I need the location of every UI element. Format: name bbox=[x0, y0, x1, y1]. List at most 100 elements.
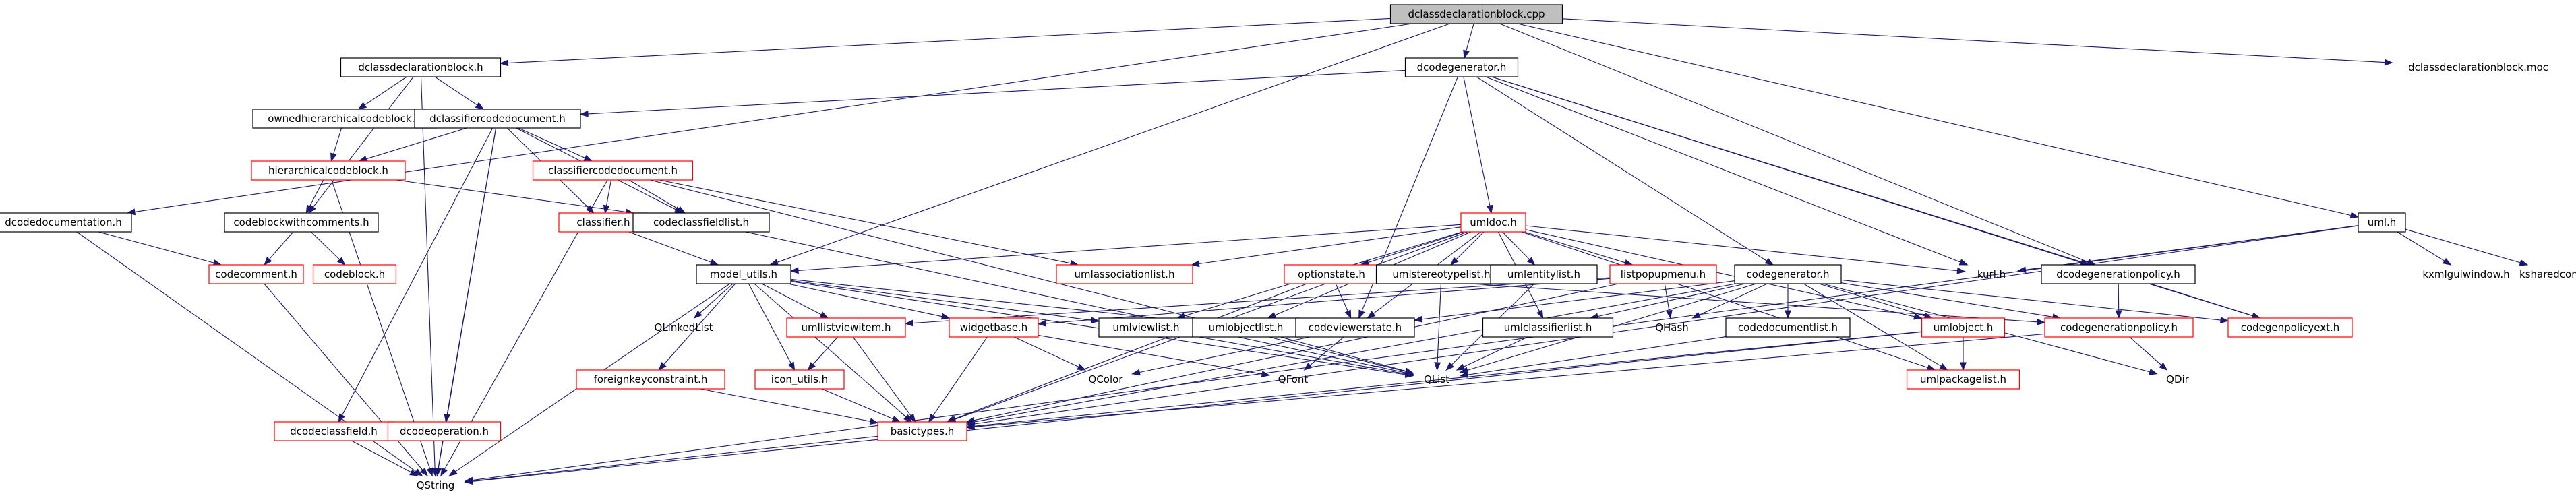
node-label: dclassdeclarationblock.moc bbox=[2408, 61, 2548, 73]
node-model-utils-h[interactable]: model_utils.h bbox=[696, 264, 791, 284]
node-widgetbase-h[interactable]: widgetbase.h bbox=[949, 317, 1039, 338]
edge-arrowhead bbox=[426, 467, 433, 477]
node-label: widgetbase.h bbox=[960, 321, 1028, 334]
node-label: dclassdeclarationblock.h bbox=[358, 61, 483, 73]
edge-widgetbase_h-to-basictypes_h bbox=[928, 336, 988, 423]
node-qfont[interactable]: QFont bbox=[1278, 373, 1309, 385]
node-qlist[interactable]: QList bbox=[1424, 373, 1449, 385]
edge-umldoc_h-to-umlobject_h bbox=[1525, 229, 1923, 320]
edge-line bbox=[438, 127, 497, 469]
node-icon-utils-h[interactable]: icon_utils.h bbox=[754, 369, 845, 390]
node-umllistviewitem-h[interactable]: umllistviewitem.h bbox=[786, 317, 906, 338]
edge-foreignkeyconstraint_h-to-basictypes_h bbox=[700, 388, 879, 425]
node-codeviewerstate-h[interactable]: codeviewerstate.h bbox=[1295, 317, 1415, 338]
node-dclassdeclarationblock-moc[interactable]: dclassdeclarationblock.moc bbox=[2408, 61, 2548, 73]
edge-codeviewerstate_h-to-qcolor bbox=[1131, 336, 1310, 376]
edge-line bbox=[1038, 334, 1263, 375]
edge-line bbox=[790, 281, 1406, 375]
edge-umldoc_h-to-umlpackagelist_h bbox=[1521, 231, 1936, 371]
node-box bbox=[312, 264, 397, 284]
edge-arrowhead bbox=[330, 152, 337, 162]
node-ksharedconfig-h[interactable]: ksharedconfig.h bbox=[2519, 268, 2576, 280]
edge-line bbox=[699, 283, 733, 314]
edge-line bbox=[309, 179, 324, 207]
node-qdir[interactable]: QDir bbox=[2166, 373, 2190, 385]
node-qlinkedlist[interactable]: QLinkedList bbox=[655, 321, 713, 334]
edge-line bbox=[787, 283, 942, 317]
edge-arrowhead bbox=[1913, 313, 1923, 320]
edge-model_utils_h-to-umllistviewitem_h bbox=[761, 283, 829, 319]
node-umlobjectlist-h[interactable]: umlobjectlist.h bbox=[1192, 317, 1300, 338]
edge-line bbox=[1699, 283, 1768, 315]
node-uml-h[interactable]: uml.h bbox=[2358, 212, 2406, 232]
node-dcodeoperation-h[interactable]: dcodeoperation.h bbox=[387, 421, 502, 441]
edge-line bbox=[1485, 76, 1961, 263]
edge-line bbox=[1502, 231, 1530, 260]
node-label: kxmlguiwindow.h bbox=[2422, 268, 2509, 280]
node-hierarchicalcodeblock-h[interactable]: hierarchicalcodeblock.h bbox=[251, 160, 406, 181]
node-umlentitylist-h[interactable]: umlentitylist.h bbox=[1490, 264, 1598, 284]
node-box bbox=[1725, 317, 1851, 338]
node-dclassifiercodedocument-h[interactable]: dclassifiercodedocument.h bbox=[414, 108, 581, 129]
node-codegenpolicyext-h[interactable]: codegenpolicyext.h bbox=[2227, 317, 2353, 338]
edge-arrowhead bbox=[891, 415, 901, 423]
edge-umldoc_h-to-umlassociationlist_h bbox=[1191, 226, 1462, 268]
edge-line bbox=[508, 18, 1391, 64]
node-codeblockwithcomments-h[interactable]: codeblockwithcomments.h bbox=[224, 212, 379, 232]
node-umlclassifierlist-h[interactable]: umlclassifierlist.h bbox=[1482, 317, 1614, 338]
edge-optionstate_h-to-codeviewerstate_h bbox=[1335, 283, 1352, 319]
node-qhash[interactable]: QHash bbox=[1655, 321, 1689, 334]
edge-umldoc_h-to-umlentitylist_h bbox=[1502, 231, 1536, 266]
node-umlobject-h[interactable]: umlobject.h bbox=[1921, 317, 2006, 338]
node-dclassdeclarationblock-h[interactable]: dclassdeclarationblock.h bbox=[340, 57, 502, 78]
edge-arrowhead bbox=[1131, 369, 1141, 376]
node-codegenerator-h[interactable]: codegenerator.h bbox=[1734, 264, 1842, 284]
node-foreignkeyconstraint-h[interactable]: foreignkeyconstraint.h bbox=[576, 369, 725, 390]
node-codegenerationpolicy-h[interactable]: codegenerationpolicy.h bbox=[2044, 317, 2194, 338]
node-label: dcodedocumentation.h bbox=[5, 216, 122, 228]
node-codedocumentlist-h[interactable]: codedocumentlist.h bbox=[1725, 317, 1851, 338]
node-box bbox=[1482, 317, 1614, 338]
node-dcodegenerationpolicy-h[interactable]: dcodegenerationpolicy.h bbox=[2041, 264, 2196, 284]
edge-arrowhead bbox=[819, 311, 829, 319]
node-dcodeclassfield-h[interactable]: dcodeclassfield.h bbox=[274, 421, 394, 441]
node-codecomment-h[interactable]: codecomment.h bbox=[208, 264, 304, 284]
edge-arrowhead bbox=[579, 110, 589, 117]
node-dcodegenerator-h[interactable]: dcodegenerator.h bbox=[1404, 57, 1519, 78]
node-kurl-h[interactable]: kurl.h bbox=[1977, 268, 2006, 280]
node-qstring[interactable]: QString bbox=[417, 479, 455, 491]
node-umlassociationlist-h[interactable]: umlassociationlist.h bbox=[1056, 264, 1193, 284]
node-codeclassfieldlist-h[interactable]: codeclassfieldlist.h bbox=[632, 212, 770, 232]
edge-umldoc_h-to-model_utils_h bbox=[789, 224, 1462, 274]
node-label: umlobjectlist.h bbox=[1209, 321, 1284, 334]
node-kxmlguiwindow-h[interactable]: kxmlguiwindow.h bbox=[2422, 268, 2509, 280]
edge-listpopupmenu_h-to-umllistviewitem_h bbox=[904, 277, 1611, 327]
node-box bbox=[1295, 317, 1415, 338]
node-box bbox=[1609, 264, 1717, 284]
node-optionstate-h[interactable]: optionstate.h bbox=[1284, 264, 1379, 284]
edge-line bbox=[396, 179, 626, 213]
node-box bbox=[208, 264, 304, 284]
node-ownedhierarchicalcodeblock-h[interactable]: ownedhierarchicalcodeblock.h bbox=[252, 108, 437, 129]
node-box bbox=[224, 212, 379, 232]
node-classifiercodedocument-h[interactable]: classifiercodedocument.h bbox=[532, 160, 694, 181]
edge-line bbox=[333, 127, 342, 154]
node-umlpackagelist-h[interactable]: umlpackagelist.h bbox=[1906, 369, 2020, 390]
node-box bbox=[387, 421, 502, 441]
edge-codeblockwithcomments_h-to-codecomment_h bbox=[264, 231, 294, 266]
node-box bbox=[2041, 264, 2196, 284]
node-listpopupmenu-h[interactable]: listpopupmenu.h bbox=[1609, 264, 1717, 284]
node-umlstereotypelist-h[interactable]: umlstereotypelist.h bbox=[1375, 264, 1507, 284]
edge-dclassdeclarationblock_h-to-dclassifiercodedocument_h bbox=[434, 76, 485, 110]
edge-line bbox=[472, 225, 2359, 481]
node-umldoc-h[interactable]: umldoc.h bbox=[1460, 212, 1526, 232]
node-box bbox=[0, 212, 132, 232]
node-dcodedocumentation-h[interactable]: dcodedocumentation.h bbox=[0, 212, 132, 232]
node-umlviewlist-h[interactable]: umlviewlist.h bbox=[1098, 317, 1194, 338]
node-codeblock-h[interactable]: codeblock.h bbox=[312, 264, 397, 284]
node-label: umlpackagelist.h bbox=[1920, 373, 2006, 385]
edges-layer bbox=[76, 18, 2529, 485]
node-qcolor[interactable]: QColor bbox=[1089, 373, 1124, 385]
node-box bbox=[632, 212, 770, 232]
node-basictypes-h[interactable]: basictypes.h bbox=[877, 421, 967, 441]
